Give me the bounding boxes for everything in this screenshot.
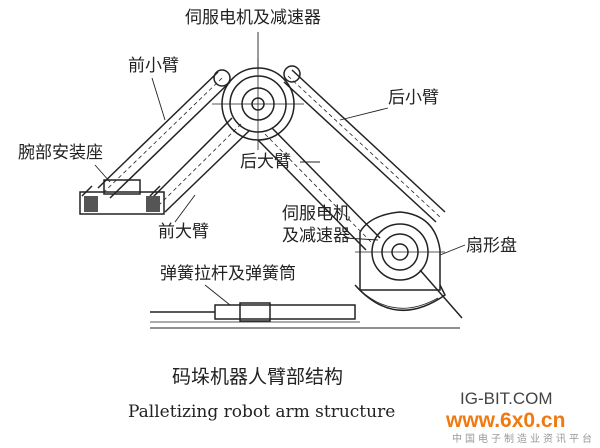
watermark-tagline: 中国电子制造业资讯平台 [452, 434, 595, 445]
label-lower-motor-line1: 伺服电机 [282, 204, 350, 224]
label-wrist-mount: 腕部安装座 [18, 143, 103, 163]
watermark-url: www.6x0.cn [446, 409, 566, 432]
caption-chinese: 码垛机器人臂部结构 [172, 366, 344, 388]
wrist-mount-shape [79, 179, 165, 215]
label-spring-rod: 弹簧拉杆及弹簧筒 [160, 264, 296, 284]
lower-motor-shape [355, 211, 445, 291]
label-lower-motor-line2: 及减速器 [282, 226, 350, 246]
watermark-site: IG-BIT.COM [460, 389, 553, 408]
label-rear-upper-arm: 后大臂 [240, 152, 291, 172]
top-motor-shape [212, 58, 304, 150]
front-forearm-shape [97, 71, 231, 199]
label-rear-forearm: 后小臂 [388, 88, 439, 108]
front-upper-arm-shape [149, 117, 251, 213]
spring-rod-shape [150, 302, 460, 329]
label-sector-disc: 扇形盘 [466, 236, 517, 256]
label-front-forearm: 前小臂 [128, 56, 179, 76]
rear-forearm-shape [283, 69, 446, 223]
rear-upper-arm-shape [257, 127, 381, 251]
label-front-upper-arm: 前大臂 [158, 222, 209, 242]
caption-english: Palletizing robot arm structure [128, 402, 396, 422]
leader-lines [94, 32, 466, 306]
sector-disc-shape [354, 269, 463, 319]
label-top-motor: 伺服电机及减速器 [185, 8, 321, 28]
